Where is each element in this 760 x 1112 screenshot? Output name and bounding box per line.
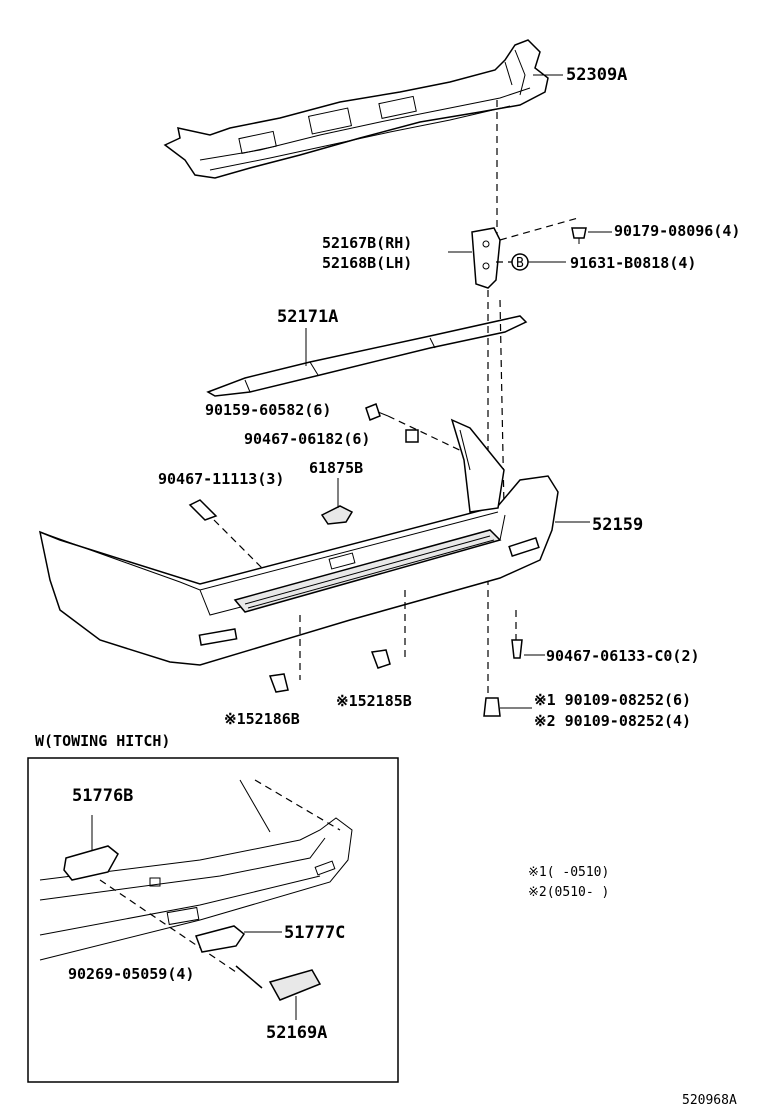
label-90467-06133: 90467-06133-C0(2) <box>546 647 700 665</box>
label-52167b: 52167B(RH) <box>322 234 412 252</box>
label-90179: 90179-08096(4) <box>614 222 740 240</box>
label-90269: 90269-05059(4) <box>68 965 194 983</box>
inset-bumper <box>39 779 353 961</box>
towing-hitch-inset <box>27 757 399 1083</box>
guide-line <box>387 415 471 456</box>
guide-line <box>213 519 263 569</box>
bezel-51776b <box>63 845 119 881</box>
label-52159: 52159 <box>592 515 643 535</box>
label-90109-4: ※2 90109-08252(4) <box>534 712 691 730</box>
cover-52169a <box>268 969 322 1001</box>
label-51777c: 51777C <box>284 923 345 943</box>
clip-90467-06133 <box>511 639 523 659</box>
label-52171a: 52171A <box>277 307 338 327</box>
label-52185b: ※152185B <box>336 692 412 710</box>
screw-90269 <box>235 965 263 989</box>
label-90159: 90159-60582(6) <box>205 401 331 419</box>
label-91631: 91631-B0818(4) <box>570 254 696 272</box>
clip-90179 <box>571 227 587 244</box>
note-1: ※1( -0510) <box>528 865 609 880</box>
label-90109-6: ※1 90109-08252(6) <box>534 691 691 709</box>
reinforcement-52171a <box>206 315 528 397</box>
guide-line <box>99 879 237 973</box>
retainer-52186b <box>268 673 289 693</box>
clip-90467-11113 <box>188 499 218 521</box>
label-52169a: 52169A <box>266 1023 327 1043</box>
guide-line <box>499 217 579 241</box>
label-circle-b: B <box>516 256 524 271</box>
label-61875b: 61875B <box>309 459 363 477</box>
label-52186b: ※152186B <box>224 710 300 728</box>
diagram-code: 520968A <box>682 1093 737 1108</box>
label-90467-06182: 90467-06182(6) <box>244 430 370 448</box>
bolt-90109 <box>483 697 501 717</box>
undercover-52309a <box>163 39 549 179</box>
label-52168b: 52168B(LH) <box>322 254 412 272</box>
towing-hitch-title: W(TOWING HITCH) <box>35 732 170 750</box>
label-52309a: 52309A <box>566 65 627 85</box>
rear-bumper-52159 <box>38 418 559 666</box>
bracket-52167b <box>471 227 501 289</box>
cover-61875b <box>320 505 354 525</box>
bezel-51777c <box>195 925 246 953</box>
note-2: ※2(0510- ) <box>528 885 609 900</box>
label-90467-11113: 90467-11113(3) <box>158 470 284 488</box>
screw-90159 <box>365 403 389 421</box>
nut-90467-06182 <box>405 429 419 443</box>
retainer-52185b <box>370 649 391 669</box>
label-51776b: 51776B <box>72 786 133 806</box>
